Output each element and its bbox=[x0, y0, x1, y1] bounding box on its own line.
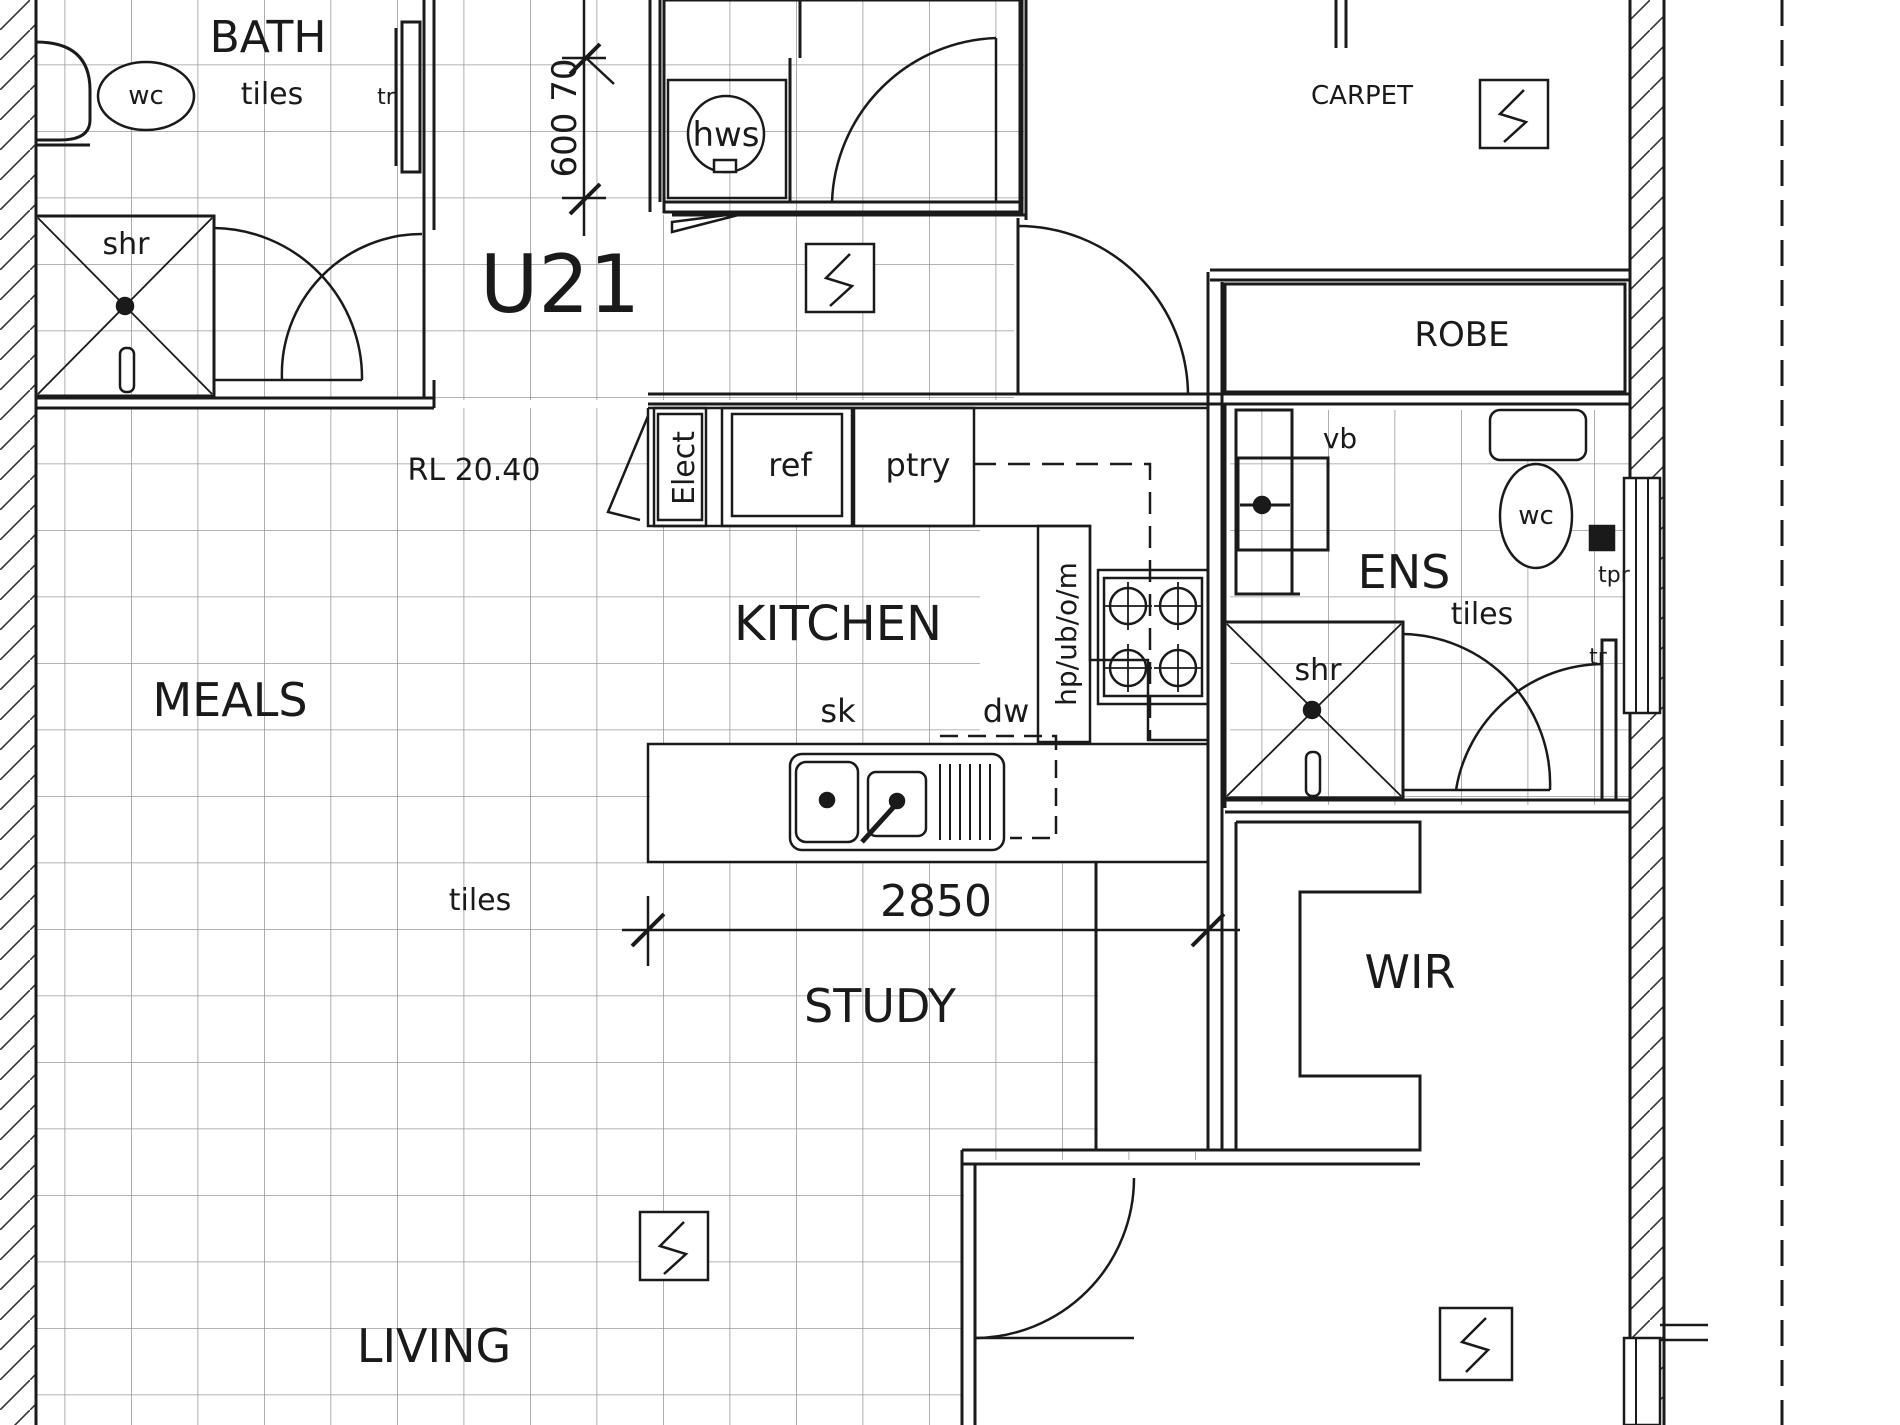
smoke-detector-icons bbox=[638, 78, 1550, 1382]
room-label-meals: MEALS bbox=[152, 673, 307, 727]
external-walls bbox=[0, 0, 1784, 1425]
cabinetry-fill bbox=[648, 0, 1636, 1425]
fixture-label-hws: hws bbox=[692, 115, 759, 155]
doors bbox=[213, 36, 1603, 1340]
fixture-label-ref: ref bbox=[768, 446, 812, 484]
kitchen-joinery bbox=[646, 406, 1210, 864]
finish-label-bath-tiles: tiles bbox=[241, 77, 304, 112]
fixture-label-ens-tr: tr bbox=[1589, 645, 1608, 670]
smoke-detector-icon bbox=[1438, 1306, 1514, 1382]
room-label-wir: WIR bbox=[1364, 945, 1455, 999]
finish-label-ens-tiles: tiles bbox=[1451, 597, 1514, 632]
fixture-label-bath-wc: wc bbox=[128, 81, 164, 111]
fixture-label-ptry: ptry bbox=[886, 446, 951, 484]
dimension-lines bbox=[562, 0, 1240, 966]
fixture-label-ens-shr: shr bbox=[1295, 653, 1343, 688]
room-label-ens: ENS bbox=[1358, 545, 1451, 599]
fixture-label-bath-tr: tr bbox=[377, 85, 396, 110]
dimension-label-kitchen-span: 2850 bbox=[880, 876, 992, 927]
tiled-floor-areas bbox=[36, 0, 1630, 1425]
fixture-label-elect: Elect bbox=[667, 431, 702, 505]
smoke-detector-icon bbox=[638, 1210, 710, 1282]
labels: BATH wc tiles tr shr 600 70 U21 hws CARP… bbox=[103, 12, 1631, 1373]
room-label-bath: BATH bbox=[210, 12, 327, 63]
fixture-label-hp: hp/ub/o/m bbox=[1050, 562, 1083, 706]
sanitary-fixtures bbox=[37, 60, 1616, 798]
fixture-label-bath-shr: shr bbox=[103, 227, 151, 262]
room-label-kitchen: KITCHEN bbox=[734, 596, 942, 652]
room-label-study: STUDY bbox=[804, 979, 957, 1033]
finish-label-main-tiles: tiles bbox=[449, 883, 512, 918]
fixture-label-sk: sk bbox=[820, 692, 856, 730]
smoke-detector-icon bbox=[1478, 78, 1550, 150]
fixture-label-vb: vb bbox=[1323, 422, 1357, 455]
smoke-detector-icon bbox=[804, 242, 876, 314]
level-label: RL 20.40 bbox=[408, 453, 541, 488]
dimension-label-clearance: 600 70 bbox=[545, 59, 585, 178]
unit-label: U21 bbox=[480, 238, 640, 331]
room-label-living: LIVING bbox=[357, 1319, 511, 1373]
room-label-robe: ROBE bbox=[1414, 315, 1509, 355]
fixture-label-tpr: tpr bbox=[1598, 563, 1631, 588]
fixture-label-dw: dw bbox=[983, 692, 1029, 730]
room-label-carpet: CARPET bbox=[1311, 81, 1413, 111]
fixture-label-ens-wc: wc bbox=[1518, 501, 1554, 531]
